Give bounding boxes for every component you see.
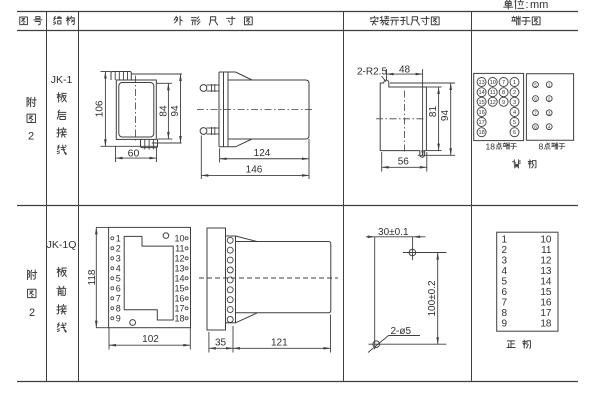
svg-text:106: 106 [95,100,106,117]
svg-text:14: 14 [478,90,484,96]
svg-text:8: 8 [534,124,537,129]
svg-text:4: 4 [502,266,508,277]
svg-text:2: 2 [502,245,508,256]
svg-text:18: 18 [478,130,484,136]
svg-text:16: 16 [540,298,552,309]
svg-text:12: 12 [540,256,552,267]
svg-text:9: 9 [502,100,505,106]
svg-text:4: 4 [548,124,551,129]
svg-text:16: 16 [174,294,184,304]
svg-text:5: 5 [513,120,516,126]
svg-text:2-ø5: 2-ø5 [391,326,412,337]
svg-text:2: 2 [116,244,121,254]
svg-text:11: 11 [490,90,496,96]
svg-text:3: 3 [502,256,508,267]
svg-text:6: 6 [534,96,537,101]
svg-text:5: 5 [534,82,537,87]
svg-text:13: 13 [174,264,184,274]
svg-text:mm: mm [530,0,548,11]
svg-text:81: 81 [428,106,439,118]
svg-text:13: 13 [540,266,552,277]
svg-text:48: 48 [399,64,411,75]
svg-text:5: 5 [116,274,121,284]
svg-text:94: 94 [440,110,451,122]
svg-text:8: 8 [116,304,121,314]
svg-text:11: 11 [541,245,552,256]
svg-text:JK-1: JK-1 [51,74,73,86]
svg-text:6: 6 [513,130,516,136]
svg-text:2: 2 [548,96,551,101]
svg-text:9: 9 [502,319,508,330]
svg-text:6: 6 [502,287,508,298]
svg-text:124: 124 [254,148,271,159]
svg-text:8: 8 [539,142,544,152]
svg-text:JK-1Q: JK-1Q [47,239,77,251]
svg-text::: : [526,0,529,11]
svg-text:1: 1 [513,80,516,86]
svg-text:15: 15 [174,284,184,294]
svg-text:7: 7 [534,110,537,115]
svg-text:3: 3 [548,110,551,115]
svg-text:2: 2 [29,307,35,319]
svg-text:12: 12 [174,254,184,264]
svg-text:56: 56 [398,156,410,167]
svg-text:100±0.2: 100±0.2 [427,280,438,317]
svg-text:2: 2 [28,131,34,143]
svg-text:14: 14 [540,277,552,288]
svg-text:15: 15 [540,287,552,298]
svg-text:17: 17 [540,308,552,319]
svg-text:9: 9 [116,314,121,324]
svg-text:18: 18 [486,142,496,152]
svg-text:121: 121 [271,337,288,348]
svg-text:17: 17 [174,304,184,314]
svg-text:2-R2.5: 2-R2.5 [357,67,387,78]
svg-text:6: 6 [116,284,121,294]
svg-text:16: 16 [478,110,484,116]
svg-text:13: 13 [478,80,484,86]
svg-text:10: 10 [490,80,496,86]
svg-text:118: 118 [87,269,98,285]
svg-text:3: 3 [513,100,516,106]
svg-text:84: 84 [158,105,169,117]
svg-text:1: 1 [116,234,121,244]
svg-text:10: 10 [540,235,552,246]
svg-text:60: 60 [128,148,140,160]
svg-text:18: 18 [174,314,184,324]
svg-text:7: 7 [502,80,505,86]
svg-text:2: 2 [513,90,516,96]
svg-text:18: 18 [540,319,552,330]
svg-text:146: 146 [246,165,263,176]
svg-text:1: 1 [548,82,551,87]
svg-text:11: 11 [175,244,184,254]
svg-text:1: 1 [502,235,508,246]
svg-text:3: 3 [116,254,121,264]
svg-text:17: 17 [478,120,484,126]
svg-text:30±0.1: 30±0.1 [378,227,409,238]
svg-text:94: 94 [170,105,181,117]
svg-text:10: 10 [174,234,184,244]
svg-text:7: 7 [116,294,121,304]
svg-text:5: 5 [502,277,508,288]
svg-text:14: 14 [174,274,184,284]
svg-text:102: 102 [142,334,159,345]
svg-text:15: 15 [478,100,484,106]
svg-text:8: 8 [502,308,508,319]
svg-text:35: 35 [215,337,227,348]
svg-text:4: 4 [116,264,121,274]
svg-text:4: 4 [513,110,516,116]
svg-text:12: 12 [490,100,496,106]
svg-text:7: 7 [502,298,508,309]
svg-text:8: 8 [502,90,505,96]
